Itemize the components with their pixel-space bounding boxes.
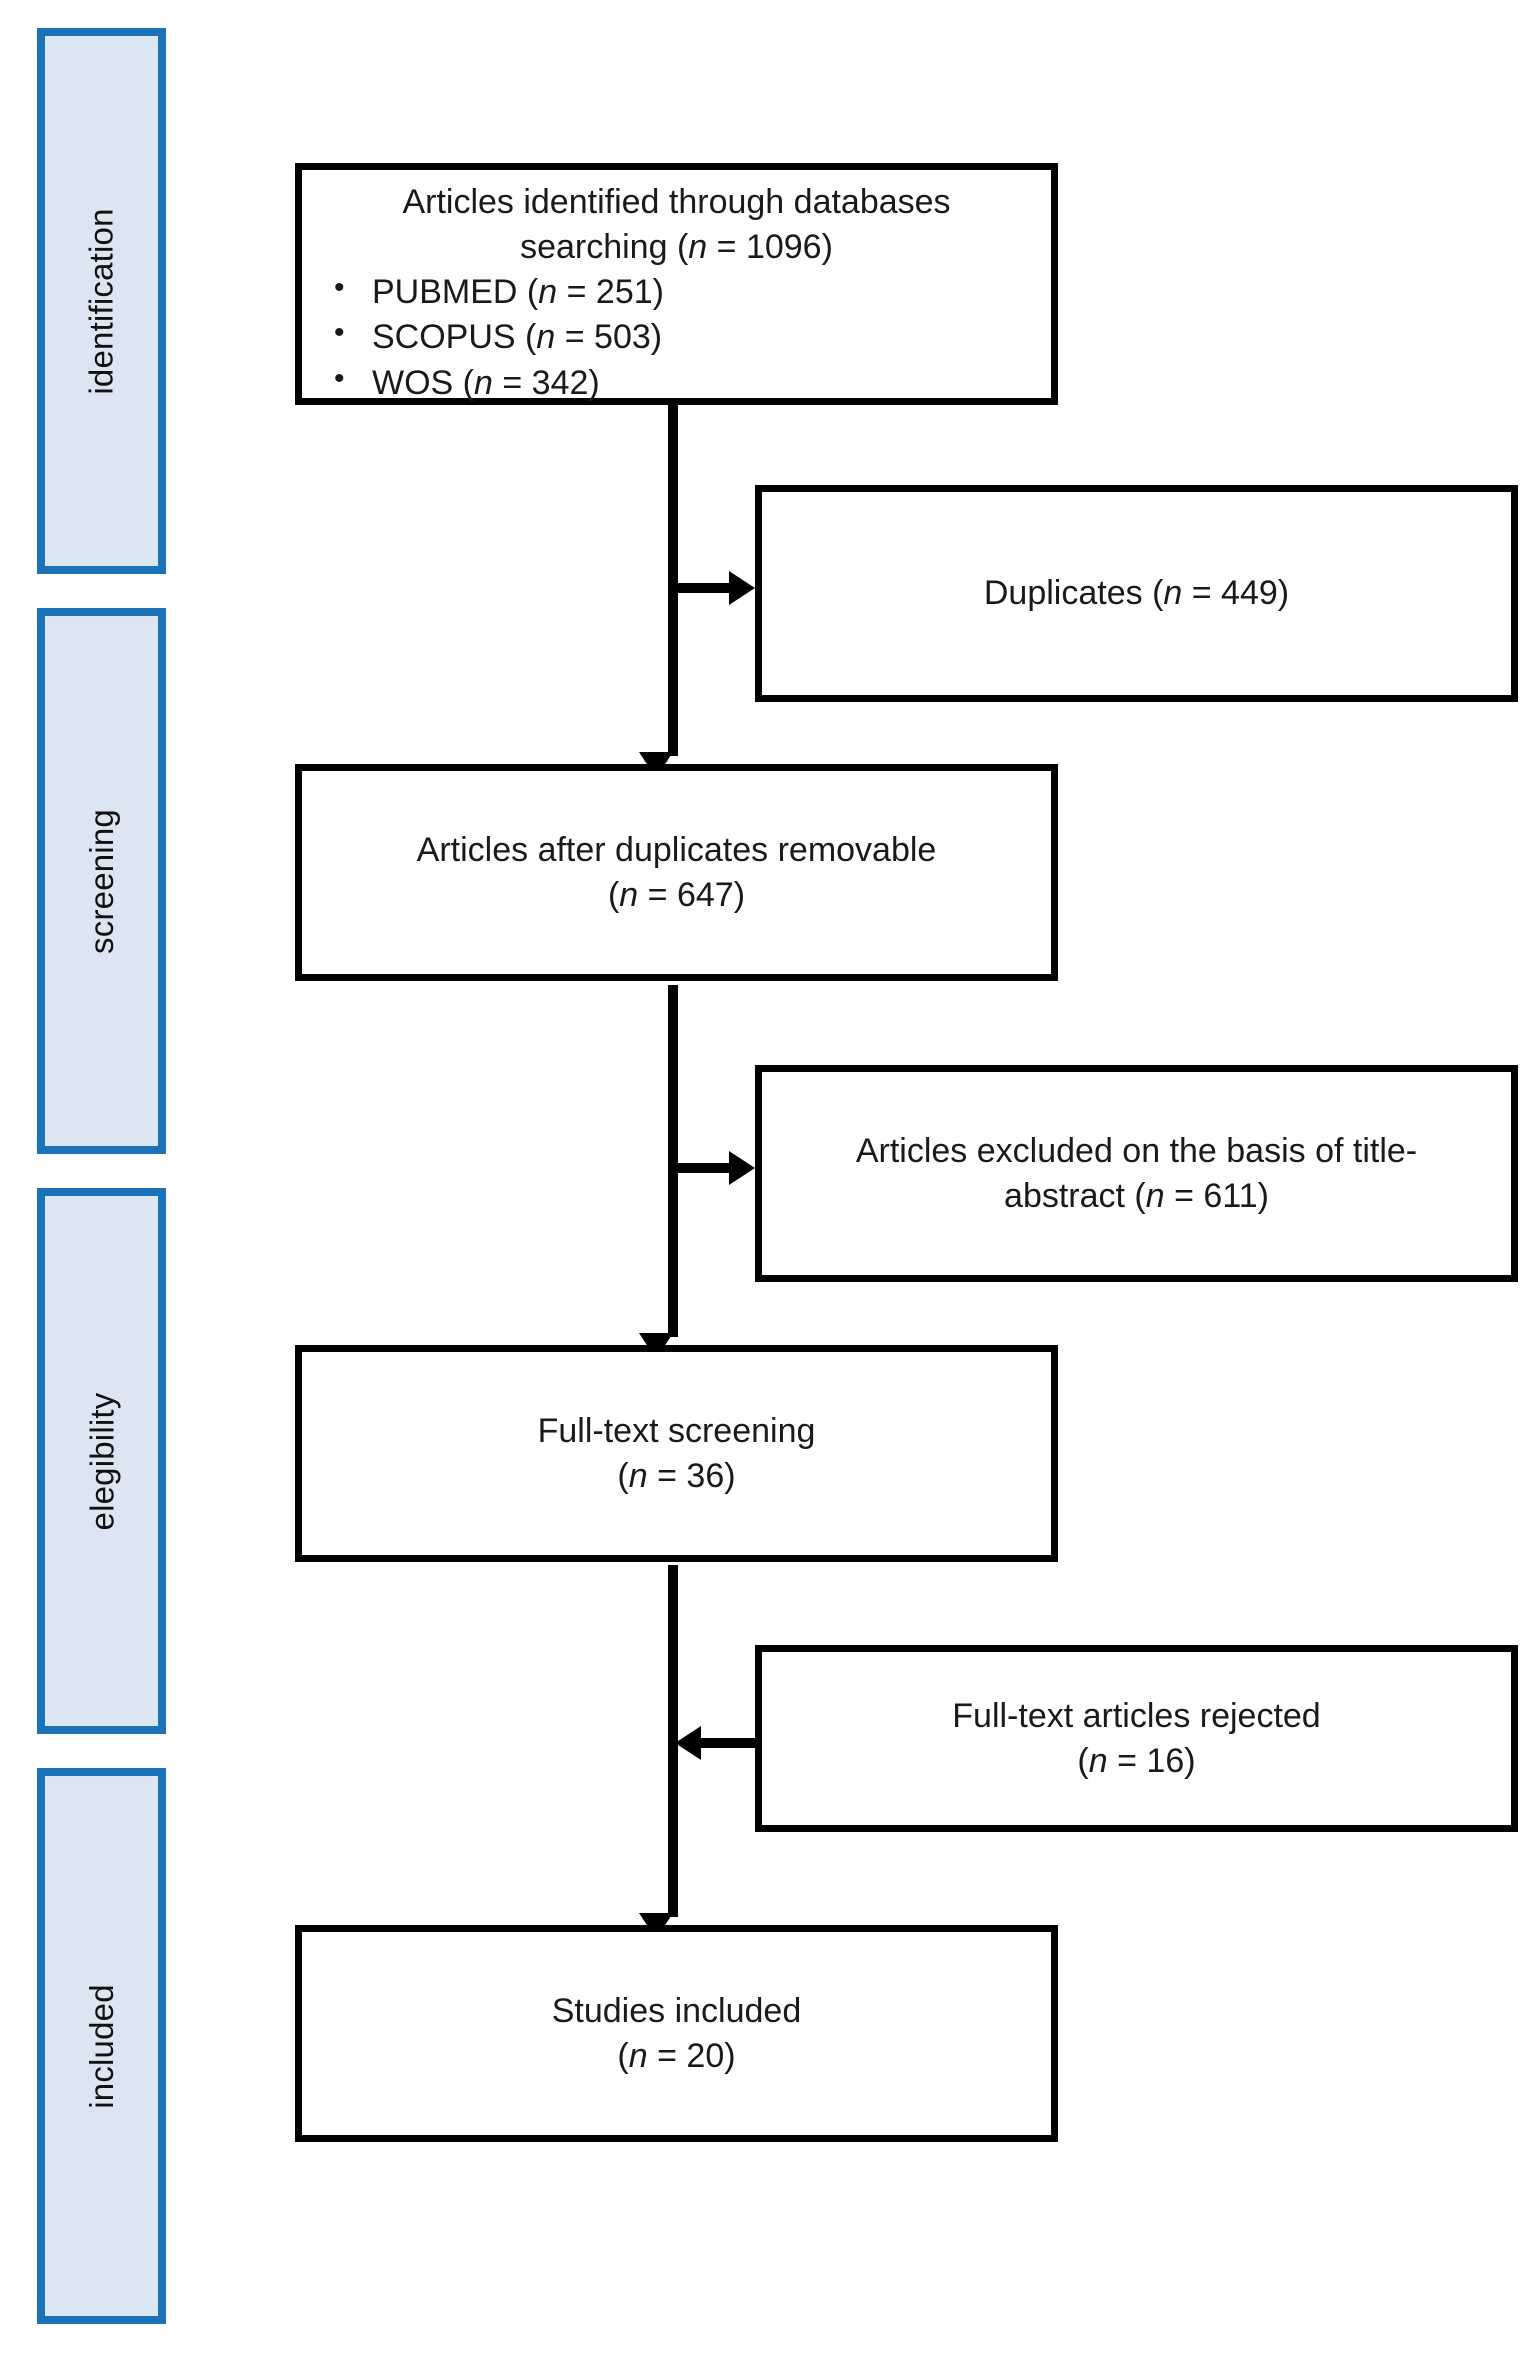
box-studies-included: Studies included (n = 20) (295, 1925, 1058, 2142)
studies-included-line1: Studies included (551, 1991, 802, 2030)
connector-full-text-to-included (668, 1565, 678, 1917)
n-symbol: n (688, 227, 708, 266)
list-item-scopus: SCOPUS (n = 503) (316, 313, 1037, 361)
connector-after-duplicates-to-full-text (668, 985, 678, 1337)
articles-identified-heading-line1: Articles identified through databases (402, 183, 951, 221)
stage-label-screening: screening (83, 808, 121, 954)
box-articles-identified: Articles identified through databases se… (295, 163, 1058, 405)
connector-to-duplicates (668, 583, 730, 593)
articles-identified-heading-line2-suffix: = 1096) (707, 227, 833, 266)
full-text-screening-count: = 36) (647, 1456, 736, 1495)
n-symbol: n (538, 272, 558, 311)
stage-bar-included: included (37, 1768, 166, 2324)
arrowhead-right-excluded (729, 1151, 755, 1185)
box-duplicates: Duplicates (n = 449) (755, 485, 1518, 702)
database-source-list: PUBMED (n = 251) SCOPUS (n = 503) WOS (n… (316, 268, 1037, 407)
after-duplicates-count: = 647) (638, 875, 746, 914)
full-text-screening-line1: Full-text screening (537, 1411, 816, 1450)
excluded-line2-prefix: abstract ( (1004, 1176, 1146, 1215)
n-symbol: n (1163, 574, 1183, 613)
studies-included-line2-prefix: ( (617, 2036, 629, 2075)
stage-bar-screening: screening (37, 608, 166, 1154)
articles-identified-heading: Articles identified through databases se… (316, 180, 1037, 270)
list-item-pubmed: PUBMED (n = 251) (316, 268, 1037, 316)
stage-label-identification: identification (83, 207, 120, 395)
box-full-text-screening: Full-text screening (n = 36) (295, 1345, 1058, 1562)
excluded-count: = 611) (1164, 1176, 1269, 1215)
connector-rejected-to-trunk (700, 1738, 758, 1748)
rejected-count: = 16) (1107, 1741, 1196, 1780)
stage-label-included: included (83, 1983, 120, 2109)
n-symbol: n (628, 2036, 648, 2075)
articles-identified-heading-line2-prefix: searching ( (520, 227, 689, 266)
stage-bar-elegibility: elegibility (37, 1188, 166, 1734)
rejected-line2-prefix: ( (1077, 1741, 1089, 1780)
box-articles-excluded-title-abstract: Articles excluded on the basis of title-… (755, 1065, 1518, 1282)
box-articles-after-duplicates: Articles after duplicates removable (n =… (295, 764, 1058, 981)
connector-identified-to-after-duplicates (668, 404, 678, 756)
duplicates-count: = 449) (1182, 574, 1290, 613)
excluded-line1: Articles excluded on the basis of title- (855, 1131, 1418, 1170)
list-item-wos: WOS (n = 342) (316, 359, 1037, 407)
full-text-screening-line2-prefix: ( (617, 1456, 629, 1495)
box-full-text-articles-rejected: Full-text articles rejected (n = 16) (755, 1645, 1518, 1832)
n-symbol: n (628, 1456, 648, 1495)
duplicates-label: Duplicates ( (983, 574, 1164, 613)
arrowhead-right-duplicates (729, 571, 755, 605)
stage-label-elegibility: elegibility (83, 1392, 121, 1530)
n-symbol: n (619, 875, 639, 914)
n-symbol: n (536, 318, 556, 357)
after-duplicates-line1: Articles after duplicates removable (416, 830, 937, 869)
after-duplicates-line2-prefix: ( (607, 875, 620, 914)
rejected-line1: Full-text articles rejected (952, 1696, 1321, 1735)
arrowhead-left-rejected (675, 1726, 701, 1760)
n-symbol: n (1088, 1741, 1108, 1780)
connector-to-excluded (668, 1163, 730, 1173)
n-symbol: n (1145, 1176, 1165, 1215)
studies-included-count: = 20) (647, 2036, 736, 2075)
stage-bar-identification: identification (37, 28, 166, 574)
n-symbol: n (473, 363, 493, 402)
